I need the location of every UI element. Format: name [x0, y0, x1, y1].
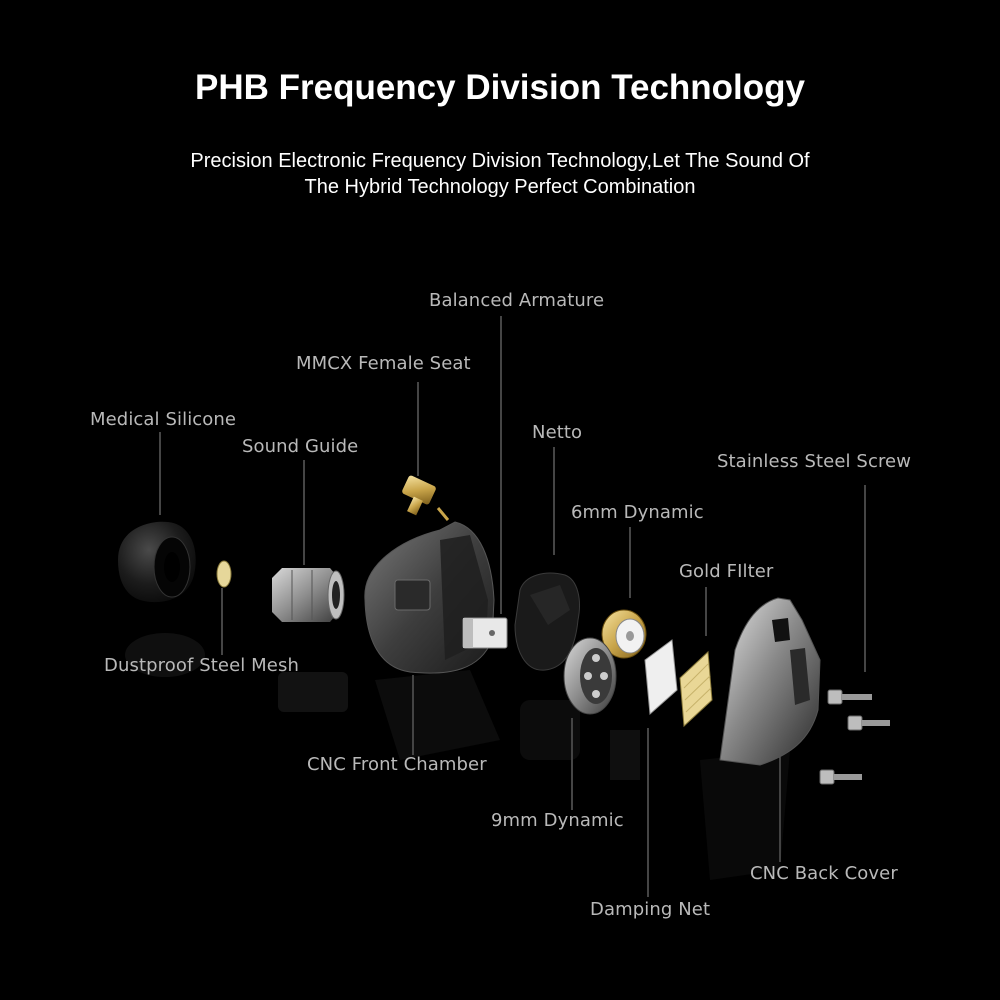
label-netto: Netto — [532, 422, 583, 443]
dustproof-mesh — [216, 560, 232, 588]
label-dustproof-steel-mesh: Dustproof Steel Mesh — [104, 655, 299, 676]
sound-guide-part — [272, 568, 345, 622]
label-balanced-armature: Balanced Armature — [429, 290, 605, 311]
stainless-screws-part — [819, 689, 890, 785]
medical-silicone-tip — [118, 521, 196, 603]
subtitle-line-2: The Hybrid Technology Perfect Combinatio… — [304, 176, 696, 198]
leader-lines — [159, 316, 866, 897]
balanced-armature-part — [462, 617, 508, 649]
front-chamber-part — [364, 521, 495, 674]
subtitle-line-1: Precision Electronic Frequency Division … — [190, 150, 810, 172]
label-damping-net: Damping Net — [590, 899, 711, 920]
gold-filter-part — [679, 650, 713, 728]
reflections — [125, 633, 790, 880]
label-stainless-steel-screw: Stainless Steel Screw — [717, 451, 912, 472]
label-cnc-front-chamber: CNC Front Chamber — [307, 754, 487, 775]
label-sound-guide: Sound Guide — [242, 436, 359, 457]
label-gold-filter: Gold FIlter — [679, 561, 774, 582]
label-6mm-dynamic: 6mm Dynamic — [571, 502, 704, 523]
dynamic-6mm-part — [601, 609, 647, 659]
label-9mm-dynamic: 9mm Dynamic — [491, 810, 624, 831]
label-mmcx-female-seat: MMCX Female Seat — [296, 353, 471, 374]
label-medical-silicone: Medical Silicone — [90, 409, 237, 430]
netto-part — [514, 572, 580, 671]
back-cover-part — [719, 597, 821, 766]
dynamic-9mm-part — [563, 637, 617, 715]
mmcx-seat-part — [402, 475, 450, 521]
label-cnc-back-cover: CNC Back Cover — [750, 863, 898, 884]
damping-net-part — [644, 639, 678, 716]
page-title: PHB Frequency Division Technology — [194, 68, 805, 107]
